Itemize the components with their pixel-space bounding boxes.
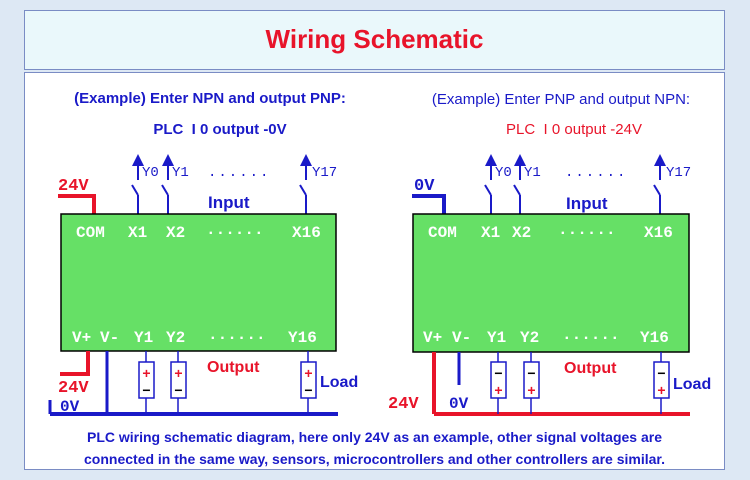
left-bottom-voltage-blue: 0V <box>60 398 80 416</box>
left-output-y1: Y1 <box>172 165 189 181</box>
svg-text:−: − <box>657 365 665 381</box>
svg-text:+: + <box>527 382 535 398</box>
left-terminal-vminus: V- <box>100 329 119 347</box>
right-input-label: Input <box>566 194 608 213</box>
right-bottom-voltage-red: 24V <box>388 395 419 414</box>
right-terminal-ellipsis: ······ <box>562 329 620 347</box>
left-top-supply-wire <box>58 194 96 214</box>
right-load-1: − + <box>490 361 507 399</box>
right-output-y17: Y17 <box>666 165 691 181</box>
right-heading: (Example) Enter PNP and output NPN: <box>432 91 690 108</box>
caption-line-1: PLC wiring schematic diagram, here only … <box>87 429 662 445</box>
svg-text:+: + <box>657 382 665 398</box>
right-terminal-y1: Y1 <box>487 329 506 347</box>
right-input-ellipsis: ······ <box>558 224 616 242</box>
left-input-x1: X1 <box>128 224 147 242</box>
right-input-x2: X2 <box>512 224 531 242</box>
right-input-com: COM <box>428 224 457 242</box>
left-diagram: (Example) Enter NPN and output PNP: PLC … <box>48 90 358 416</box>
svg-text:+: + <box>494 382 502 398</box>
left-terminal-ellipsis: ······ <box>208 329 266 347</box>
right-output-y0: Y0 <box>495 165 512 181</box>
right-load-wires <box>497 352 662 414</box>
left-load-16: + − <box>300 361 317 399</box>
right-output-switches <box>484 154 666 215</box>
page-title: Wiring Schematic <box>265 24 484 54</box>
left-terminal-vplus: V+ <box>72 329 91 347</box>
right-top-voltage: 0V <box>414 177 435 196</box>
right-output-label: Output <box>564 360 617 377</box>
left-input-x16: X16 <box>292 224 321 242</box>
left-output-switches <box>131 154 312 215</box>
svg-text:+: + <box>174 365 182 381</box>
title-panel: Wiring Schematic <box>24 10 725 70</box>
left-heading: (Example) Enter NPN and output PNP: <box>74 90 346 107</box>
svg-text:+: + <box>142 365 150 381</box>
left-terminal-y1: Y1 <box>134 329 153 347</box>
left-load-label: Load <box>320 374 358 391</box>
right-terminal-vplus: V+ <box>423 329 442 347</box>
svg-text:−: − <box>527 365 535 381</box>
left-output-y0: Y0 <box>142 165 159 181</box>
left-load-1: + − <box>138 361 155 399</box>
left-bottom-voltage-red: 24V <box>58 379 89 398</box>
svg-text:−: − <box>174 382 182 398</box>
left-load-2: + − <box>170 361 187 399</box>
right-subheading: PLC I 0 output -24V <box>506 121 642 138</box>
left-plc-body <box>60 213 337 352</box>
left-output-y17: Y17 <box>312 165 337 181</box>
svg-text:−: − <box>494 365 502 381</box>
left-input-com: COM <box>76 224 105 242</box>
left-top-voltage: 24V <box>58 177 89 196</box>
right-diagram: (Example) Enter PNP and output NPN: PLC … <box>388 91 711 416</box>
right-terminal-vminus: V- <box>452 329 471 347</box>
left-load-wires <box>145 351 309 414</box>
right-input-x16: X16 <box>644 224 673 242</box>
right-load-2: − + <box>523 361 540 399</box>
left-terminal-y16: Y16 <box>288 329 317 347</box>
caption-line-2: connected in the same way, sensors, micr… <box>84 451 665 467</box>
right-plc-body <box>412 213 690 353</box>
left-input-ellipsis: ······ <box>206 224 264 242</box>
svg-text:−: − <box>304 382 312 398</box>
right-input-x1: X1 <box>481 224 500 242</box>
left-vplus-wire <box>60 351 90 376</box>
right-terminal-y2: Y2 <box>520 329 539 347</box>
right-load-16: − + <box>653 361 670 399</box>
left-output-label: Output <box>207 359 260 376</box>
right-output-ellipsis: ...... <box>565 165 627 181</box>
left-input-label: Input <box>208 193 250 212</box>
left-terminal-y2: Y2 <box>166 329 185 347</box>
right-output-y1: Y1 <box>524 165 541 181</box>
svg-text:+: + <box>304 365 312 381</box>
right-load-label: Load <box>673 376 711 393</box>
left-input-x2: X2 <box>166 224 185 242</box>
svg-text:−: − <box>142 382 150 398</box>
right-top-supply-wire <box>412 194 446 214</box>
right-bottom-voltage-blue: 0V <box>449 395 469 413</box>
left-output-ellipsis: ...... <box>208 165 270 181</box>
right-terminal-y16: Y16 <box>640 329 669 347</box>
left-subheading: PLC I 0 output -0V <box>153 121 286 138</box>
